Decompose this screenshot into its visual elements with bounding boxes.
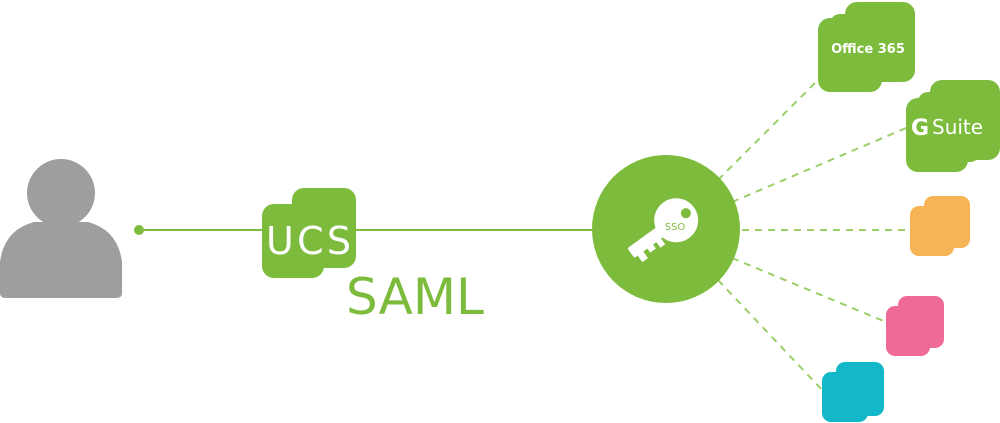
cyan-app	[822, 362, 884, 422]
gsuite-suite-label: Suite	[932, 115, 983, 139]
pink-app	[886, 296, 944, 356]
service-connection-lines	[717, 79, 908, 393]
dashed-line-gsuite	[731, 127, 907, 203]
saml-label: SAML	[346, 268, 484, 326]
ucs-label: UCS	[266, 219, 350, 263]
sso-node: SSO	[592, 155, 740, 303]
user-silhouette-icon	[0, 159, 122, 298]
gsuite-app: G Suite	[906, 80, 1000, 172]
gsuite-g-label: G	[911, 116, 929, 141]
dashed-line-pink-app	[731, 257, 887, 323]
key-icon	[628, 198, 699, 263]
orange-app	[910, 196, 970, 256]
office365-label: Office 365	[831, 42, 905, 57]
sso-label: SSO	[665, 222, 686, 233]
dashed-line-office365	[717, 79, 819, 181]
user-connector-dot	[134, 225, 144, 235]
office365-app: Office 365	[818, 2, 915, 92]
ucs-logo: UCS	[262, 188, 356, 278]
dashed-line-cyan-app	[717, 279, 825, 393]
